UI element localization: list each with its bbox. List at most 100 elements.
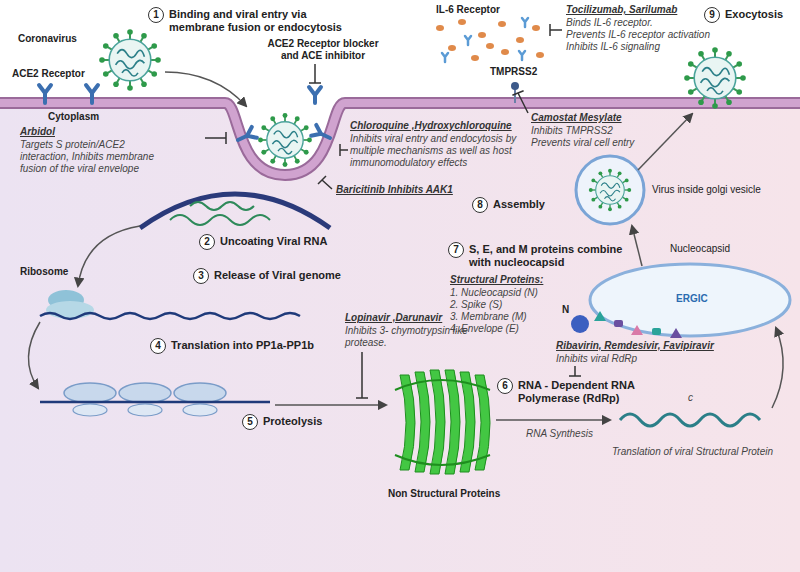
- il6-receptors: [532, 25, 540, 31]
- structural-proteins: [571, 311, 682, 338]
- step-heading: Release of Viral genome: [214, 268, 341, 282]
- non-structural-protein: [460, 372, 475, 472]
- uncoating-capsid: [140, 194, 330, 228]
- text-label: N: [562, 304, 569, 316]
- process-arrows: [78, 226, 140, 286]
- ace2-receptors: [311, 125, 332, 143]
- polysome: [183, 404, 217, 416]
- text-label: Camostat Mesylate: [531, 112, 622, 124]
- polysome: [40, 383, 270, 416]
- il6-receptors: [498, 21, 506, 27]
- text-label: c: [688, 392, 693, 404]
- il6-receptors: [436, 18, 544, 62]
- text-label: Translation of viral Structural Protein: [612, 446, 773, 458]
- text-label: Non Structural Proteins: [388, 488, 500, 500]
- cell-membrane-inner: [0, 103, 800, 175]
- step-heading: Proteolysis: [263, 414, 322, 428]
- structural-proteins: [652, 328, 661, 335]
- cell-membrane: [0, 103, 800, 175]
- callout-number: 6: [497, 378, 513, 394]
- step-heading: Binding and viral entry via membrane fus…: [169, 7, 359, 34]
- step-node: 3 Release of Viral genome: [193, 268, 341, 284]
- non-structural-protein: [430, 370, 445, 474]
- step-heading: RNA - Dependent RNA Polymerase (RdRp): [518, 378, 643, 405]
- text-label: Cytoplasm: [48, 111, 99, 123]
- step-heading: Assembly: [493, 197, 545, 211]
- callout-number: 9: [704, 7, 720, 23]
- callout-number: 3: [193, 268, 209, 284]
- process-arrows: [632, 226, 642, 266]
- text-label: Ribavirin, Remdesivir, Favipiravir: [556, 340, 714, 352]
- text-label: ACE2 Receptor blocker and ACE inhibitor: [262, 38, 384, 62]
- non-structural-protein: [445, 370, 460, 474]
- ace2-receptors: [39, 85, 51, 103]
- text-label: Ribosome: [20, 266, 68, 278]
- coronavirus: [99, 29, 161, 91]
- il6-receptors: [436, 25, 444, 31]
- text-label: Chloroquine ,Hydroxychloroquine: [350, 120, 512, 132]
- text-label: Inhibits viral entry and endocytosis by …: [350, 133, 518, 169]
- polysome: [119, 383, 171, 403]
- polysome: [40, 401, 270, 404]
- process-arrows: [275, 404, 386, 406]
- ribosome: [46, 290, 94, 319]
- il6-receptors: [442, 53, 448, 62]
- text-label: Virus inside golgi vesicle: [652, 184, 761, 196]
- golgi-vesicle: [576, 156, 644, 224]
- text-label: TMPRSS2: [490, 66, 537, 78]
- ace2-receptors: [86, 85, 98, 103]
- il6-receptors: [516, 37, 524, 43]
- non-structural-protein: [395, 370, 490, 474]
- callout-number: 8: [472, 197, 488, 213]
- inhibition-bars: [569, 366, 581, 376]
- structural-proteins: [614, 320, 623, 327]
- text-label: ACE2 Receptor: [12, 68, 85, 80]
- inhibition-bars: [356, 352, 368, 398]
- inhibition-bars: [205, 132, 226, 144]
- text-label: Nucleocapsid: [670, 243, 730, 255]
- text-label: ERGIC: [676, 293, 708, 305]
- inhibition-bars: [309, 64, 321, 83]
- ace2-receptors: [235, 127, 256, 145]
- il6-receptors: [442, 18, 528, 62]
- non-structural-protein: [395, 380, 490, 465]
- callout-number: 4: [150, 338, 166, 354]
- step-heading: Translation into PP1a-PP1b: [171, 338, 314, 352]
- polysome: [174, 383, 226, 403]
- il6-receptors: [465, 36, 471, 45]
- viral-rna-strand: [620, 414, 760, 426]
- text-label: Prevents viral cell entry: [531, 137, 634, 149]
- process-arrows: [165, 72, 246, 106]
- text-label: RNA Synthesis: [526, 428, 593, 440]
- polysome: [64, 383, 116, 403]
- structural-proteins: [670, 328, 682, 338]
- structural-proteins: [594, 311, 606, 321]
- text-label: Tocilizumab, Sarilumab: [566, 4, 677, 16]
- text-label: 2. Spike (S): [450, 299, 502, 311]
- step-node: 2Uncoating Viral RNA: [199, 234, 327, 250]
- inhibition-bars: [340, 144, 348, 156]
- exocytosed-virus: [684, 47, 746, 109]
- il6-receptors: [471, 55, 479, 61]
- inhibition-bars: [550, 24, 562, 36]
- tmprss2-protein: [514, 89, 516, 103]
- uncoating-capsid: [170, 202, 270, 225]
- callout-number: 5: [242, 414, 258, 430]
- process-arrows: [28, 72, 783, 420]
- step-heading: Exocytosis: [725, 7, 783, 21]
- text-label: Inhibits 3- chymotrypsin like protease.: [345, 325, 490, 349]
- text-label: Structural Proteins:: [450, 274, 543, 286]
- text-label: Targets S protein/ACE2 interaction, Inhi…: [20, 139, 170, 175]
- step-node: 4 Translation into PP1a-PP1b: [150, 338, 314, 354]
- il6-receptors: [519, 51, 525, 60]
- text-label: Inhibits TMPRSS2: [531, 125, 613, 137]
- il6-receptors: [458, 19, 466, 25]
- text-label: Inhibits viral RdRp: [556, 353, 637, 365]
- il6-receptors: [486, 43, 494, 49]
- inhibition-bars: [318, 176, 332, 189]
- callout-number: 2: [199, 234, 215, 250]
- step-heading: S, E, and M proteins combine with nucleo…: [469, 242, 629, 269]
